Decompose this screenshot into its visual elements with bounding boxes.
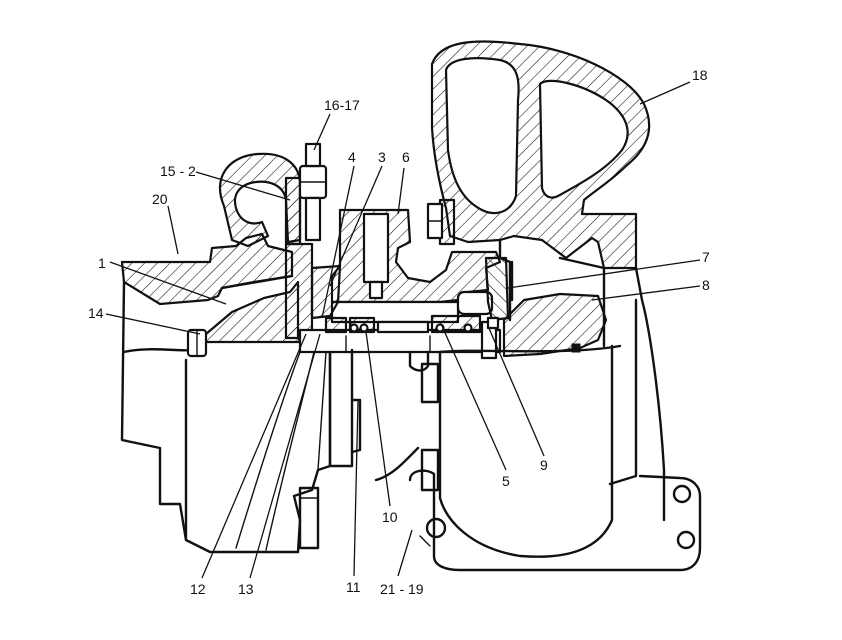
callout-16-17: 16-17 (324, 97, 360, 113)
turbine-outlet-flange (408, 344, 702, 572)
turbine-housing (426, 40, 666, 522)
callout-15-2: 15 - 2 (160, 163, 196, 179)
shaft-and-bearings (298, 314, 502, 354)
callout-7: 7 (702, 249, 710, 265)
callout-11: 11 (346, 579, 361, 595)
turbine-wheel (502, 256, 608, 358)
leader-lines (105, 81, 701, 579)
callout-3: 3 (378, 149, 386, 165)
callout-1: 1 (98, 255, 106, 271)
callout-18: 18 (692, 67, 708, 83)
callout-21-19: 21 - 19 (380, 581, 424, 597)
callout-8: 8 (702, 277, 710, 293)
compressor-housing (120, 152, 332, 554)
heat-shield (484, 238, 512, 322)
compressor-nut (186, 328, 208, 358)
callout-6: 6 (402, 149, 410, 165)
callout-13: 13 (238, 581, 254, 597)
clamp-bolt (298, 142, 328, 242)
callout-12: 12 (190, 581, 206, 597)
callout-4: 4 (348, 149, 356, 165)
center-housing-lower (298, 348, 440, 550)
callout-20: 20 (152, 191, 168, 207)
callout-14: 14 (88, 305, 104, 321)
callout-5: 5 (502, 473, 510, 489)
piston-ring (480, 316, 500, 360)
callout-labels: 1 3 4 5 6 7 8 9 10 11 12 13 14 15 - 2 16… (88, 67, 710, 597)
callout-9: 9 (540, 457, 548, 473)
callout-10: 10 (382, 509, 398, 525)
